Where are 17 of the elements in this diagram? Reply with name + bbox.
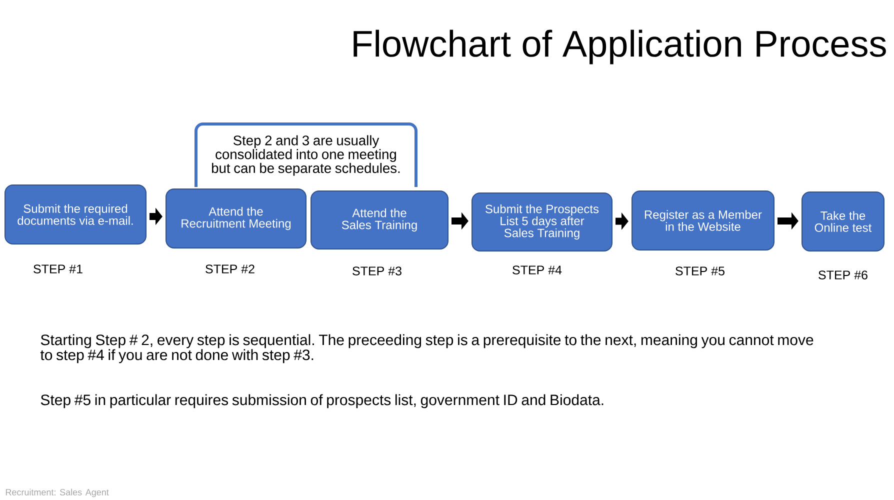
step-label: STEP #4 [512, 266, 562, 274]
step-label: STEP #2 [206, 264, 254, 274]
process-box: Submit the Prospects List 5 days after Sales Training [472, 192, 612, 252]
step-label: STEP #3 [352, 266, 402, 276]
step-label: STEP #6 [818, 270, 868, 280]
process-box: Take the Online test [802, 192, 884, 252]
process-box: Attend the Recruitment Meeting [166, 188, 306, 248]
process-box: Submit the required documents via e-mail. [4, 184, 146, 244]
process-box: Attend the Sales Training [310, 190, 448, 250]
paragraph: Step #5 in particular requires submission of prospects list, government ID and Biodata. [40, 394, 604, 408]
title: Flowchart of Application Process [354, 30, 886, 64]
paragraph: Starting Step # 2, every step is sequential. The preceeding step is a prerequisite to the next, meaning you cannot move to step #4 if you are not done with step #3. [40, 334, 814, 364]
step-label: STEP #1 [34, 264, 82, 274]
step-label: STEP #5 [676, 266, 724, 276]
note-bracket: Step 2 and 3 are usually consolidated into one meeting but can be separate schedules. [194, 122, 418, 187]
footer-text: Recruitment: Sales Agent [6, 488, 109, 498]
process-box: Register as a Member in the Website [632, 190, 774, 250]
